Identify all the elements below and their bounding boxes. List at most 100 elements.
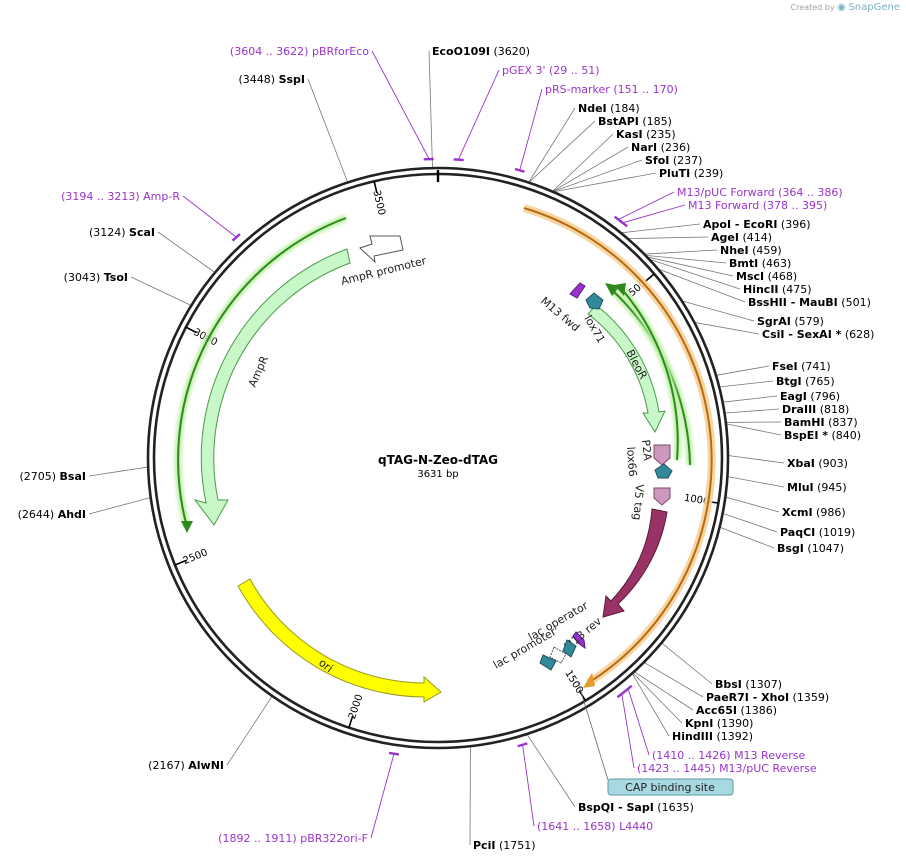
m13-fwd-label: M13 fwd	[538, 294, 582, 334]
site-pos-hincii: (475)	[779, 283, 812, 296]
site-label-kpni: KpnI (1390)	[685, 717, 753, 730]
site-name2-apoi: - EcoRI	[731, 218, 777, 231]
site-name-sgrai: SgrAI	[757, 315, 791, 328]
lox66-icon	[654, 463, 673, 479]
site-label-paqci: PaqCI (1019)	[780, 526, 855, 539]
site-leader-acc65i	[634, 671, 694, 711]
bleor-arrow	[587, 304, 666, 434]
site-leader-hindiii	[632, 674, 670, 737]
site-leader-ssp1	[307, 78, 348, 182]
ampr-promoter-label: AmpR promoter	[340, 254, 428, 288]
site-pos-kpni: (1390)	[713, 717, 753, 730]
site-name2-bspqi: - SapI	[614, 801, 654, 814]
primer-range-pgex3: (29 .. 51)	[549, 64, 600, 77]
site-pos-fsei: (741)	[798, 360, 831, 373]
fkbp-label: FKBP-V	[595, 543, 624, 584]
site-name-apoi: ApoI	[703, 218, 731, 231]
primer-range-ampr: (3194 .. 3213)	[61, 190, 143, 203]
site-name-ssp1: SspI	[279, 73, 305, 86]
orange-arc	[523, 207, 713, 684]
site-label-apoi: ApoI - EcoRI (396)	[703, 218, 811, 231]
site-name-paer7i: PaeR7I	[706, 691, 749, 704]
primer-leader-m13pucfwd	[619, 191, 675, 220]
plasmid-name: qTAG-N-Zeo-dTAG	[378, 453, 498, 467]
site-pos-pcii: (1751)	[495, 839, 535, 852]
site-name-bsshii: BssHII	[748, 296, 787, 309]
green-arc-left-head	[181, 521, 193, 533]
site-name-sfoi: SfoI	[645, 154, 669, 167]
primer-mark-l4440	[517, 742, 528, 748]
site-pos-eagi: (796)	[807, 390, 840, 403]
tick-label-2500: 2500	[182, 547, 210, 567]
primer-label-m13fwd: M13 Forward (378 .. 395)	[688, 199, 827, 212]
site-label-xcmi: XcmI (986)	[782, 506, 846, 519]
credit-brand: SnapGene	[848, 2, 900, 13]
site-pos-paer7i: (1359)	[789, 691, 829, 704]
site-label-sgrai: SgrAI (579)	[757, 315, 824, 328]
primer-leader-m13pucrev	[621, 694, 635, 769]
tick-mark-500	[644, 273, 655, 283]
primer-name-m13pucfwd: M13/pUC Forward	[677, 186, 778, 199]
primer-leader-pbr322orif	[370, 754, 395, 839]
primer-leader-l4440	[522, 745, 535, 827]
primer-name-m13rev: M13 Reverse	[734, 749, 805, 762]
site-leader-btgi	[720, 380, 774, 388]
site-pos-msci: (468)	[764, 270, 797, 283]
site-name-acc65i: Acc65I	[696, 704, 737, 717]
primer-range-l4440: (1641 .. 1658)	[537, 820, 619, 833]
site-name-scai: ScaI	[129, 226, 155, 239]
site-leader-mlui	[728, 476, 785, 488]
site-name2-paer7i: - XhoI	[749, 691, 789, 704]
site-label-mlui: MluI (945)	[787, 481, 847, 494]
snapgene-logo-icon: ◉	[837, 2, 846, 13]
site-name-paqci: PaqCI	[780, 526, 815, 539]
leader-lines	[88, 50, 785, 846]
primer-mark-ampr	[231, 233, 241, 242]
site-name-bspei: BspEI *	[784, 429, 828, 442]
m13-fwd-icon	[569, 282, 586, 299]
ampr-arrow	[193, 248, 351, 526]
ori-arrow	[237, 578, 442, 703]
site-name-eagi: EagI	[780, 390, 807, 403]
ampr-promoter-arrow	[359, 235, 404, 264]
site-pos-tsoi: (3043)	[64, 271, 104, 284]
site-leader-agei	[629, 236, 709, 239]
site-name-mlui: MluI	[787, 481, 814, 494]
site-name-bstapi: BstAPI	[598, 115, 639, 128]
site-pos-xbai: (903)	[815, 457, 848, 470]
site-pos-btgi: (765)	[802, 375, 835, 388]
site-leader-bspqi	[527, 734, 576, 808]
site-pos-xcmi: (986)	[813, 506, 846, 519]
primer-leader-m13rev	[628, 689, 650, 756]
site-leader-tsoi	[130, 276, 191, 306]
site-name-btgi: BtgI	[776, 375, 802, 388]
site-pos-mlui: (945)	[814, 481, 847, 494]
cap-binding-site-label: CAP binding site	[625, 781, 715, 794]
site-label-bbsi: BbsI (1307)	[715, 678, 782, 691]
site-pos-ahdi: (2644)	[18, 508, 58, 521]
site-label-bstapi: BstAPI (185)	[598, 115, 672, 128]
site-leader-kasi	[552, 133, 614, 192]
site-label-ahdi: (2644) AhdI	[18, 508, 86, 521]
features: AmpR promoter AmpR ori BleoR lox71 M13 f…	[193, 235, 734, 796]
primer-label-m13rev: (1410 .. 1426) M13 Reverse	[652, 749, 805, 762]
site-name-bamhi: BamHI	[784, 416, 825, 429]
site-pos-kasi: (235)	[643, 128, 676, 141]
site-label-draiii: DraIII (818)	[782, 403, 849, 416]
primer-range-pbr322orif: (1892 .. 1911)	[218, 832, 300, 845]
site-name-msci: MscI	[736, 270, 764, 283]
primer-name-m13pucrev: M13/pUC Reverse	[719, 762, 817, 775]
site-pos-csii: (628)	[841, 328, 874, 341]
site-name-hincii: HincII	[743, 283, 779, 296]
tick-mark-3500	[373, 181, 378, 194]
site-label-hincii: HincII (475)	[743, 283, 812, 296]
primer-name-pgex3: pGEX 3'	[502, 64, 549, 77]
site-leader-bspei	[726, 423, 782, 436]
primer-label-m13pucrev: (1423 .. 1445) M13/pUC Reverse	[637, 762, 817, 775]
cap-binding-site-box	[607, 778, 734, 796]
primer-name-pbr322orif: pBR322ori-F	[300, 832, 368, 845]
primer-range-m13pucrev: (1423 .. 1445)	[637, 762, 719, 775]
site-name-fsei: FseI	[772, 360, 798, 373]
site-label-bsshii: BssHII - MauBI (501)	[748, 296, 871, 309]
site-label-alwni: (2167) AlwNI	[148, 759, 224, 772]
